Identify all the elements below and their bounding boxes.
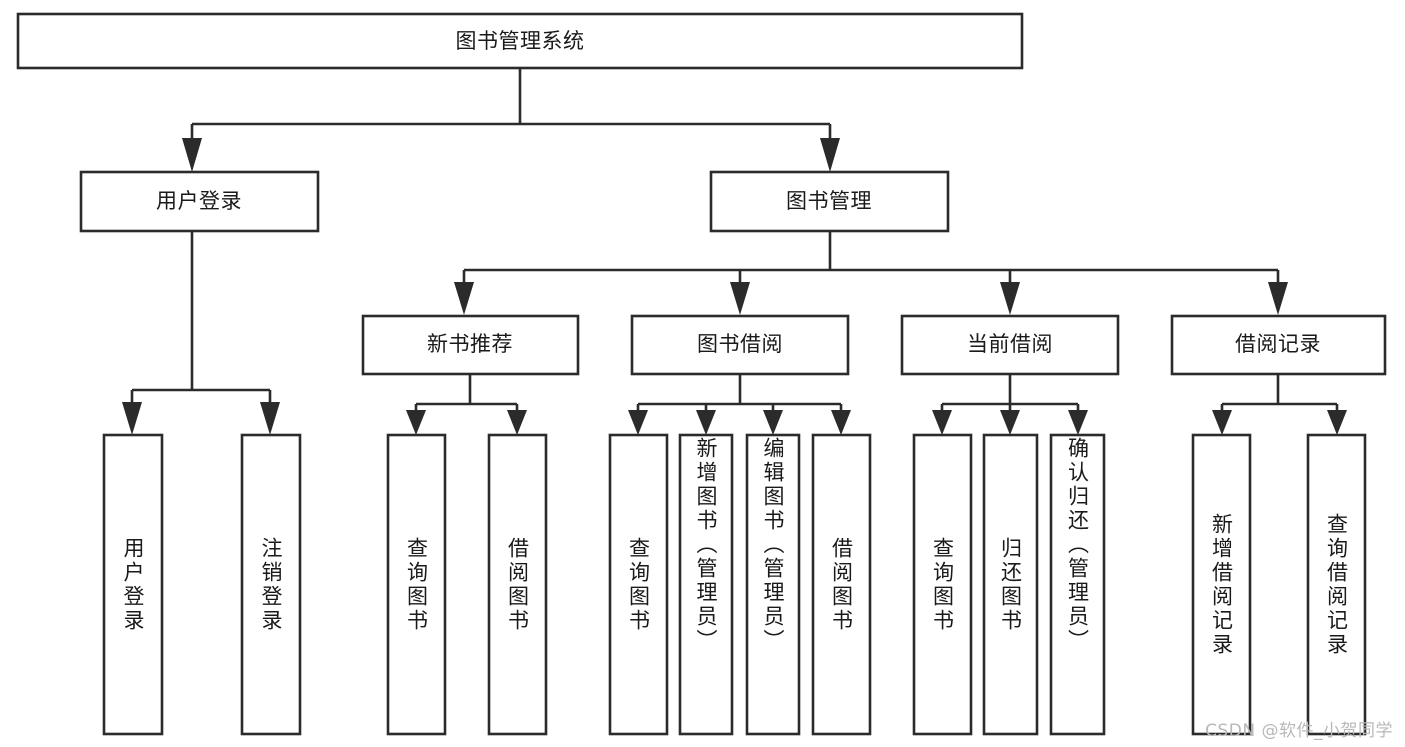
arrow-head-icon [260,402,280,435]
node-current-borrow-label: 当前借阅 [967,332,1053,356]
node-current-borrow-box[interactable] [900,314,1120,376]
leaf-box-add-borrow-record[interactable] [1191,433,1252,736]
node-book-borrow-label: 图书借阅 [697,332,783,356]
node-root-system[interactable]: 图书管理系统 [16,12,1024,70]
arrow-head-icon [763,410,783,435]
connector-borrowrecord-to-leaves [1212,375,1347,435]
node-book-borrow-box[interactable] [630,314,850,376]
arrow-head-icon [1212,410,1232,435]
connector-root-to-level2 [182,68,840,172]
watermark-text: CSDN @软件_小贺同学 [1205,721,1393,741]
node-root-box[interactable] [16,12,1024,70]
arrow-head-icon [820,138,840,172]
connector-userlogin-to-leaves [122,231,280,435]
arrow-head-icon [122,402,142,435]
leaf-box-query-book-3[interactable] [912,433,973,736]
node-borrow-record[interactable]: 借阅记录 [1170,314,1387,376]
node-new-book-recommend-label: 新书推荐 [427,332,513,356]
arrow-head-icon [1268,282,1288,315]
node-current-borrow[interactable]: 当前借阅 [900,314,1120,376]
node-user-login[interactable]: 用户登录 [79,170,320,233]
arrow-head-icon [182,138,202,172]
leaf-box-confirm-return-admin[interactable] [1049,433,1106,736]
node-root-label: 图书管理系统 [456,29,585,53]
leaf-box-return-book[interactable] [982,433,1039,736]
node-book-management[interactable]: 图书管理 [709,170,950,233]
node-book-borrow[interactable]: 图书借阅 [630,314,850,376]
arrow-head-icon [1327,410,1347,435]
connector-bookmgmt-to-level3 [454,232,1288,315]
leaf-box-borrow-book-2[interactable] [811,433,872,736]
arrow-head-icon [507,410,527,435]
leaf-box-borrow-book-1[interactable] [487,433,548,736]
leaf-box-logout[interactable] [240,433,302,736]
arrow-head-icon [1000,282,1020,315]
leaf-box-query-borrow-record[interactable] [1306,433,1367,736]
arrow-head-icon [831,410,851,435]
node-user-login-box[interactable] [79,170,320,233]
leaf-box-user-login[interactable] [102,433,164,736]
connector-currentborrow-to-leaves [932,375,1088,435]
arrow-head-icon [730,282,750,315]
node-book-management-box[interactable] [709,170,950,233]
node-new-book-recommend[interactable]: 新书推荐 [361,314,580,376]
node-borrow-record-box[interactable] [1170,314,1387,376]
leaf-box-add-book-admin[interactable] [678,433,734,736]
node-user-login-label: 用户登录 [156,189,242,213]
node-borrow-record-label: 借阅记录 [1235,332,1321,356]
node-new-book-recommend-box[interactable] [361,314,580,376]
leaf-box-query-book-2[interactable] [608,433,669,736]
connector-bookborrow-to-leaves [628,375,851,435]
arrow-head-icon [932,410,952,435]
arrow-head-icon [696,410,716,435]
leaf-box-query-book-1[interactable] [386,433,447,736]
arrow-head-icon [454,282,474,315]
node-book-management-label: 图书管理 [786,189,872,213]
connector-newbook-to-leaves [406,375,527,435]
leaf-box-edit-book-admin[interactable] [745,433,801,736]
arrow-head-icon [1000,410,1020,435]
arrow-head-icon [1068,410,1088,435]
arrow-head-icon [628,410,648,435]
arrow-head-icon [406,410,426,435]
